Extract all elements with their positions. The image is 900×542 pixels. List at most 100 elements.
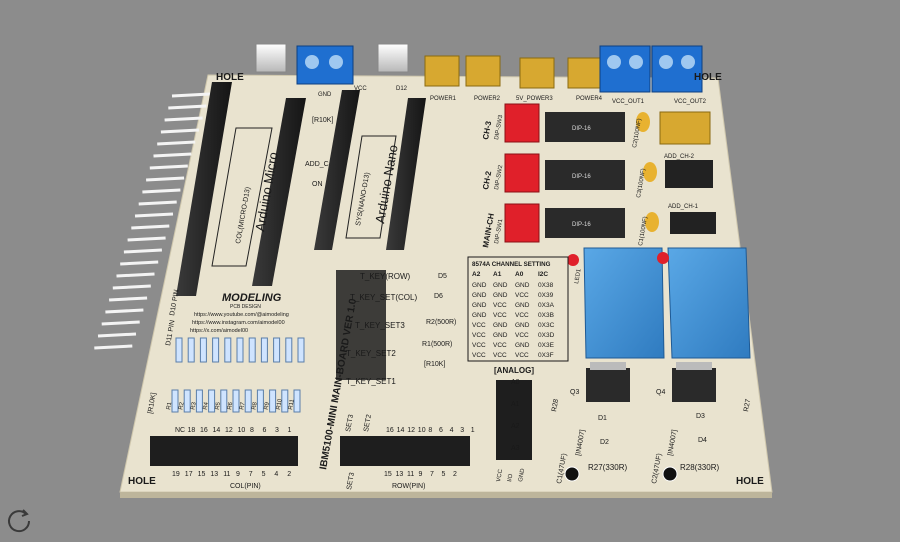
link-instagram: https://www.instagram.com/aimodel00 — [192, 320, 285, 326]
table-cell: GND — [515, 282, 530, 289]
r27-label: R27 — [743, 398, 752, 412]
col-pin-label: COL(PIN) — [230, 483, 261, 490]
row-pin-number: 1 — [471, 427, 475, 434]
row-pin-number-bottom: 9 — [419, 471, 423, 478]
resistor — [195, 389, 203, 413]
col-pin-number: 10 — [238, 427, 246, 434]
resistor-label: R6 — [227, 401, 234, 410]
power4-label: POWER4 — [576, 96, 603, 102]
col-pin-number: 12 — [225, 427, 233, 434]
col-pin-number-bottom: 11 — [223, 471, 230, 478]
edge-pin — [109, 296, 148, 302]
rotate-icon[interactable] — [4, 505, 34, 535]
c3-label: C3(100NF) — [636, 168, 647, 198]
table-header-cell: A1 — [493, 271, 502, 278]
table-cell: GND — [493, 322, 508, 329]
table-cell: GND — [493, 332, 508, 339]
row-pin-number-bottom: 11 — [407, 471, 414, 478]
r28-330-label: R28(330R) — [680, 463, 719, 472]
arduino-nano-socket — [314, 90, 426, 250]
edge-pin — [127, 236, 166, 242]
row-pin-number-bottom: 7 — [430, 471, 434, 478]
a0-label: A0 — [511, 379, 520, 386]
row-pin-label: ROW(PIN) — [392, 483, 425, 490]
row-pin-number-bottom: 13 — [396, 471, 404, 478]
gnd-top-label: GND — [318, 92, 332, 98]
resistor — [220, 389, 228, 413]
table-cell: VCC — [493, 312, 507, 319]
edge-pin — [101, 320, 140, 326]
edge-pin — [138, 200, 177, 206]
table-cell: 0X3D — [538, 332, 555, 339]
vcc-out2-label: VCC_OUT2 — [674, 99, 707, 105]
r1-label: R1(500R) — [422, 341, 452, 348]
table-cell: 0X3B — [538, 312, 554, 319]
link-x: https://x.com/aimodel00 — [190, 328, 248, 334]
r10k-label: [R10K] — [312, 117, 333, 124]
col-pin-number-bottom: 13 — [210, 471, 218, 478]
hole-label-bl: HOLE — [128, 476, 156, 487]
r28-label: R28 — [551, 398, 560, 412]
row-pin-number-bottom: 15 — [384, 471, 392, 478]
set3-label: SET3 — [346, 472, 356, 491]
brand-sub-label: PCB DESIGN — [230, 304, 261, 310]
resistor — [232, 389, 240, 413]
ch2-label: CH-2 — [481, 170, 493, 190]
hole-label-tl: HOLE — [216, 72, 244, 83]
edge-pin — [146, 176, 185, 182]
table-header-cell: I2C — [538, 271, 548, 278]
table-cell: GND — [493, 292, 508, 299]
resistor — [273, 337, 281, 363]
edge-pin — [97, 332, 137, 338]
col-pin-number: 8 — [250, 427, 254, 434]
table-cell: 0X3C — [538, 322, 555, 329]
resistor — [269, 389, 277, 413]
row-pin-number: 4 — [450, 427, 454, 434]
row-pin-number: 3 — [460, 427, 464, 434]
d12-label: D12 — [396, 86, 408, 92]
edge-pin — [157, 140, 196, 146]
table-cell: 0X3F — [538, 352, 554, 359]
table-cell: GND — [515, 302, 530, 309]
resistor-label: R8 — [251, 401, 258, 410]
resistor — [248, 337, 256, 363]
row-pin-number: 14 — [397, 427, 405, 434]
col-pin-number-bottom: 17 — [185, 471, 193, 478]
ch3-label: CH-3 — [481, 120, 493, 140]
resistor — [281, 389, 289, 413]
edge-pin — [105, 308, 144, 314]
table-cell: GND — [493, 282, 508, 289]
resistor-label: R2 — [178, 401, 185, 410]
col-pin-number: NC — [175, 427, 185, 434]
chip2-label: DIP-16 — [572, 174, 591, 180]
hole-label-br: HOLE — [736, 476, 764, 487]
resistor — [171, 389, 179, 413]
analog-pin-label: GND — [518, 468, 526, 483]
col-pin-number: 18 — [188, 427, 196, 434]
resistor-label: R3 — [190, 401, 197, 410]
row-key-label: T_KEY(ROW) — [360, 272, 411, 281]
link-youtube: https://www.youtube.com/@aimodeling — [194, 312, 289, 318]
resistor-label: R9 — [264, 401, 271, 410]
capacitors-yellow — [636, 112, 659, 232]
d10-pin-label: D10 PIN — [169, 289, 180, 316]
table-cell: VCC — [472, 342, 486, 349]
col-pin-number-bottom: 9 — [236, 471, 240, 478]
col-pin-number-bottom: 19 — [172, 471, 180, 478]
dip-sw1-label: DIP-SW1 — [494, 218, 504, 244]
row-pin-number: 10 — [418, 427, 426, 434]
edge-pin — [123, 248, 162, 254]
brand-label: MODELING — [222, 292, 282, 304]
d5-label: D5 — [438, 273, 447, 280]
analog-label: [ANALOG] — [494, 366, 534, 375]
resistor — [285, 337, 293, 363]
col-pin-number: 16 — [200, 427, 208, 434]
edge-pin — [120, 260, 159, 266]
resistor — [183, 389, 191, 413]
c2-label: C2(100NF) — [632, 118, 643, 148]
table-cell: GND — [472, 282, 487, 289]
